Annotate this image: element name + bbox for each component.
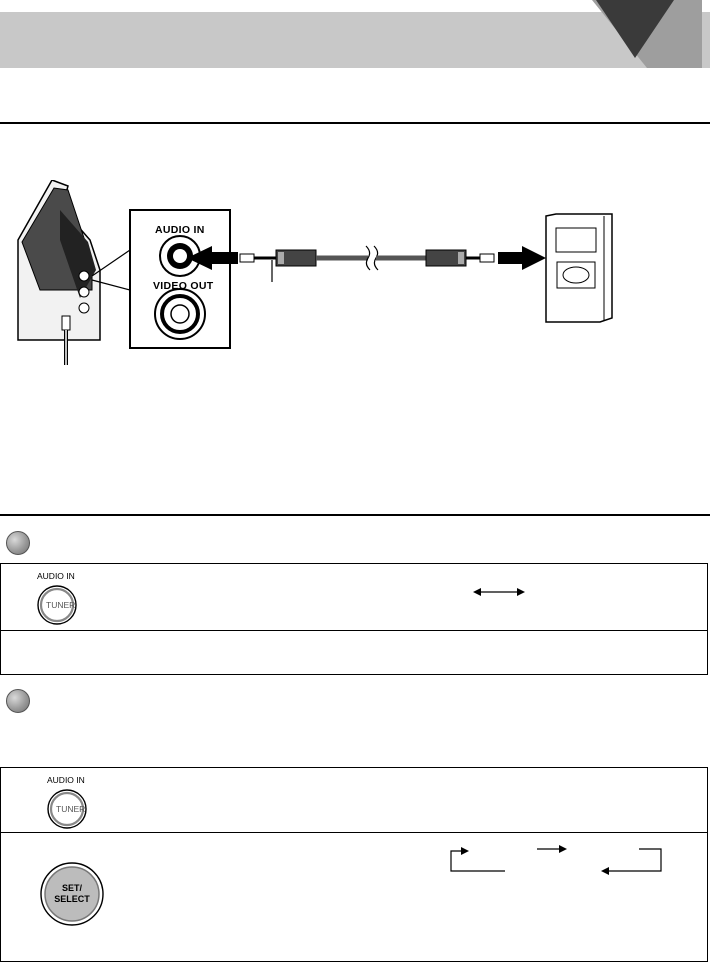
tuner-button-graphic: AUDIO IN TUNER [37, 571, 77, 625]
tuner-top-label: AUDIO IN [37, 571, 75, 581]
tuner-label: TUNER [46, 600, 75, 610]
step2-row-tuner: AUDIO IN TUNER [0, 767, 708, 833]
tuner-button-graphic: AUDIO IN TUNER [47, 775, 87, 829]
step1-row-note [0, 630, 708, 675]
tuner-button[interactable]: AUDIO IN TUNER [31, 566, 91, 628]
circle-bullet-icon [6, 689, 30, 713]
jack-panel-zoom: AUDIO IN VIDEO OUT [129, 209, 231, 349]
double-arrow-icon [473, 588, 525, 596]
header-band [0, 12, 710, 68]
set-select-button-graphic: SET/ SELECT [40, 862, 104, 926]
portable-player-illustration [545, 213, 613, 323]
set-select-button[interactable]: SET/ SELECT [39, 861, 105, 927]
step1-row-tuner: AUDIO IN TUNER [0, 563, 708, 631]
triangle-down-icon [592, 0, 702, 68]
step2-row-set-select: SET/ SELECT [0, 832, 708, 962]
main-unit-illustration [17, 180, 131, 365]
section-rule-top [0, 122, 710, 124]
section-rule-middle [0, 514, 710, 516]
tuner-top-label: AUDIO IN [47, 775, 85, 785]
set-label: SET/ [62, 883, 83, 893]
loop-arrow-icon [450, 845, 662, 875]
select-label: SELECT [54, 894, 90, 904]
audio-in-label: AUDIO IN [155, 224, 205, 236]
insert-arrow-right [498, 246, 546, 270]
connection-diagram: AUDIO IN VIDEO OUT [17, 180, 613, 365]
tuner-button[interactable]: AUDIO IN TUNER [41, 770, 101, 832]
video-out-label: VIDEO OUT [153, 280, 214, 292]
stereo-mini-cable [239, 245, 495, 282]
circle-bullet-icon [6, 531, 30, 555]
tuner-label: TUNER [56, 804, 85, 814]
insert-arrow-left [187, 246, 238, 270]
